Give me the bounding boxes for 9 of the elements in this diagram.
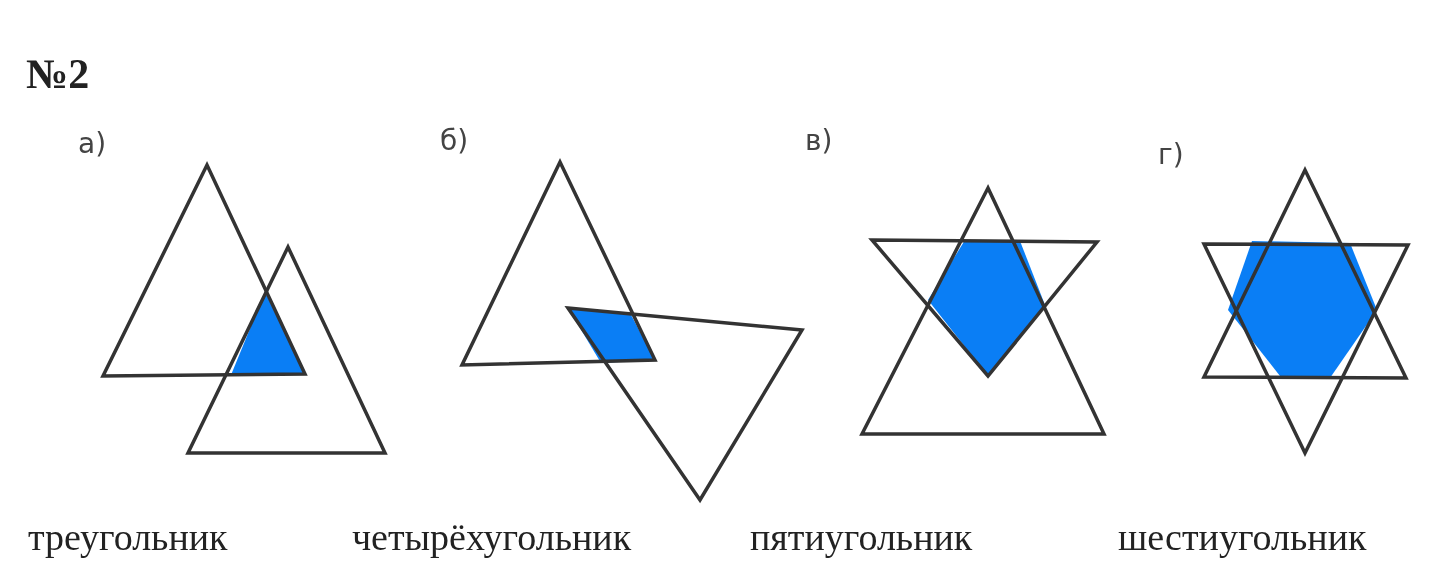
task-number: №2 xyxy=(26,50,90,98)
figure-caption: пятиугольник xyxy=(750,515,973,559)
figure-letter: б) xyxy=(440,124,469,157)
figure-caption: четырёхугольник xyxy=(352,515,632,559)
figure-letter: в) xyxy=(805,124,833,157)
figure-letter: г) xyxy=(1158,138,1184,171)
figure-letter: а) xyxy=(78,127,107,160)
figure-caption: треугольник xyxy=(28,515,228,559)
figure-caption: шестиугольник xyxy=(1118,515,1367,559)
